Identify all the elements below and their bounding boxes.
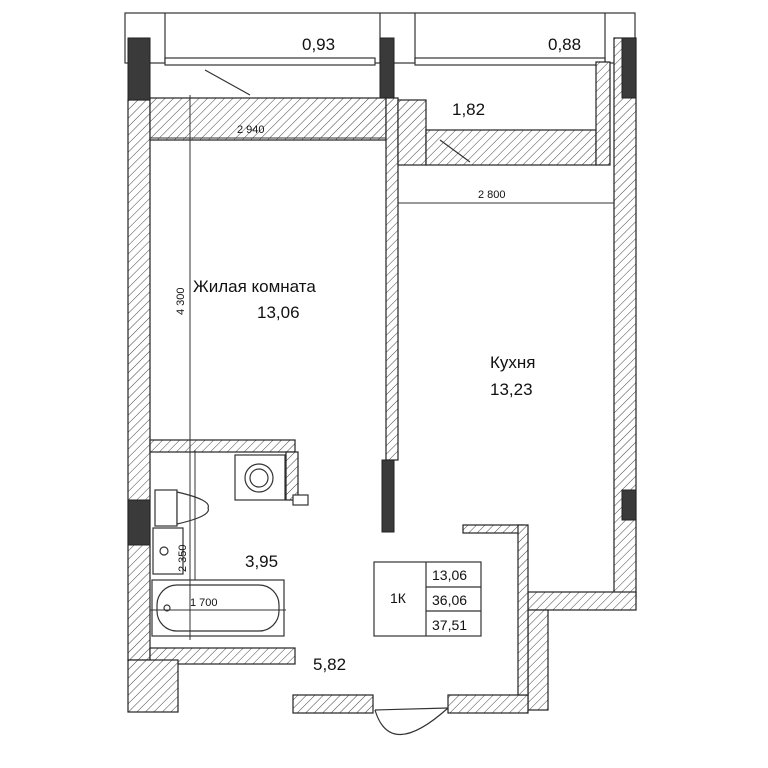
- hall-area: 5,82: [313, 655, 346, 674]
- loggia-area: 1,82: [452, 100, 485, 119]
- dimension-lines: [150, 95, 614, 640]
- bath-depth-label: 2 350: [177, 544, 189, 572]
- kitchen-area: 13,23: [490, 380, 533, 399]
- washing-machine: [234, 454, 286, 501]
- balcony-left-area: 0,93: [302, 35, 335, 54]
- doors: [204, 69, 471, 735]
- living-room-name: Жилая комната: [193, 277, 316, 296]
- summary-total-area: 36,06: [432, 592, 467, 608]
- bathroom-area: 3,95: [245, 552, 278, 571]
- bath-width-label: 1 700: [190, 597, 218, 609]
- living-width-label: 2 940: [237, 124, 265, 136]
- balcony-right-area: 0,88: [548, 35, 581, 54]
- walls: [127, 37, 637, 714]
- fixtures: [151, 454, 286, 637]
- entrance-door: [374, 707, 449, 711]
- summary-total-with-balcony: 37,51: [432, 617, 467, 633]
- summary-living-area: 13,06: [432, 567, 467, 583]
- apartment-type: 1К: [390, 590, 407, 606]
- bathtub: [151, 579, 285, 637]
- kitchen-width-label: 2 800: [478, 189, 506, 201]
- living-depth-label: 4 300: [175, 287, 187, 315]
- toilet: [154, 489, 178, 527]
- living-room-area: 13,06: [257, 303, 300, 322]
- kitchen-name: Кухня: [490, 353, 536, 372]
- washing-machine-drum: [244, 463, 274, 493]
- area-summary-table: 1К 13,06 36,06 37,51: [373, 561, 482, 637]
